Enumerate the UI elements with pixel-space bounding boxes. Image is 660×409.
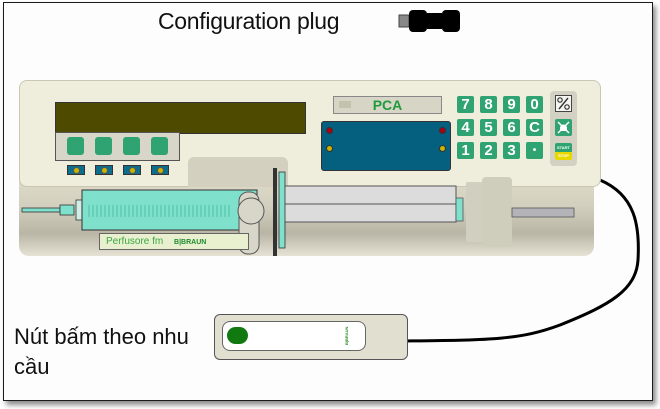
key-8[interactable]: 8 (480, 96, 497, 113)
brand-logo: B|BRAUN (174, 239, 207, 246)
product-name: Perfusore fm (106, 236, 164, 247)
softkey-2[interactable] (95, 137, 112, 155)
key-0[interactable]: 0 (526, 96, 543, 113)
syringe-label: Perfusore fm B|BRAUN (99, 233, 249, 250)
key-1[interactable]: 1 (457, 142, 474, 159)
indicator-led (123, 165, 141, 175)
syringe-assembly (21, 168, 575, 256)
softkey-4[interactable] (151, 137, 168, 155)
handset-brand-logo: B|BRAUN (344, 326, 349, 345)
syringe-cradle (188, 157, 288, 187)
indicator-led (151, 165, 169, 175)
syringe-pump: PCA 7 8 9 0 4 5 6 C 1 2 3 • (19, 80, 601, 258)
lcd-display (55, 102, 306, 134)
softkey-bar (55, 132, 180, 161)
indicator-led (95, 165, 113, 175)
demand-button-face: B|BRAUN (222, 321, 366, 351)
key-7[interactable]: 7 (457, 96, 474, 113)
function-key-panel: START STOP (550, 91, 577, 166)
demand-button-handset: B|BRAUN (214, 314, 408, 360)
info-panel (321, 121, 451, 171)
key-clear[interactable]: C (526, 119, 543, 136)
key-decimal[interactable]: • (526, 142, 543, 159)
percent-key[interactable] (555, 95, 572, 112)
demand-button[interactable] (227, 327, 248, 344)
stop-label: STOP (555, 152, 572, 160)
red-indicator (439, 127, 446, 134)
key-5[interactable]: 5 (480, 119, 497, 136)
configuration-plug-label: Configuration plug (158, 8, 340, 34)
key-3[interactable]: 3 (503, 142, 520, 159)
key-2[interactable]: 2 (480, 142, 497, 159)
softkey-3[interactable] (123, 137, 140, 155)
indicator-led (67, 165, 85, 175)
alarm-mute-key[interactable] (555, 119, 572, 136)
start-stop-key[interactable]: START STOP (555, 143, 572, 160)
key-6[interactable]: 6 (503, 119, 520, 136)
yellow-indicator (439, 145, 446, 152)
red-indicator (326, 127, 333, 134)
yellow-indicator (326, 145, 333, 152)
mode-display: PCA (333, 96, 442, 114)
configuration-plug-icon (398, 10, 460, 32)
key-4[interactable]: 4 (457, 119, 474, 136)
start-label: START (555, 143, 572, 152)
softkey-1[interactable] (67, 137, 84, 155)
demand-button-label: Nút bấm theo nhu cầu (14, 324, 189, 379)
key-9[interactable]: 9 (503, 96, 520, 113)
